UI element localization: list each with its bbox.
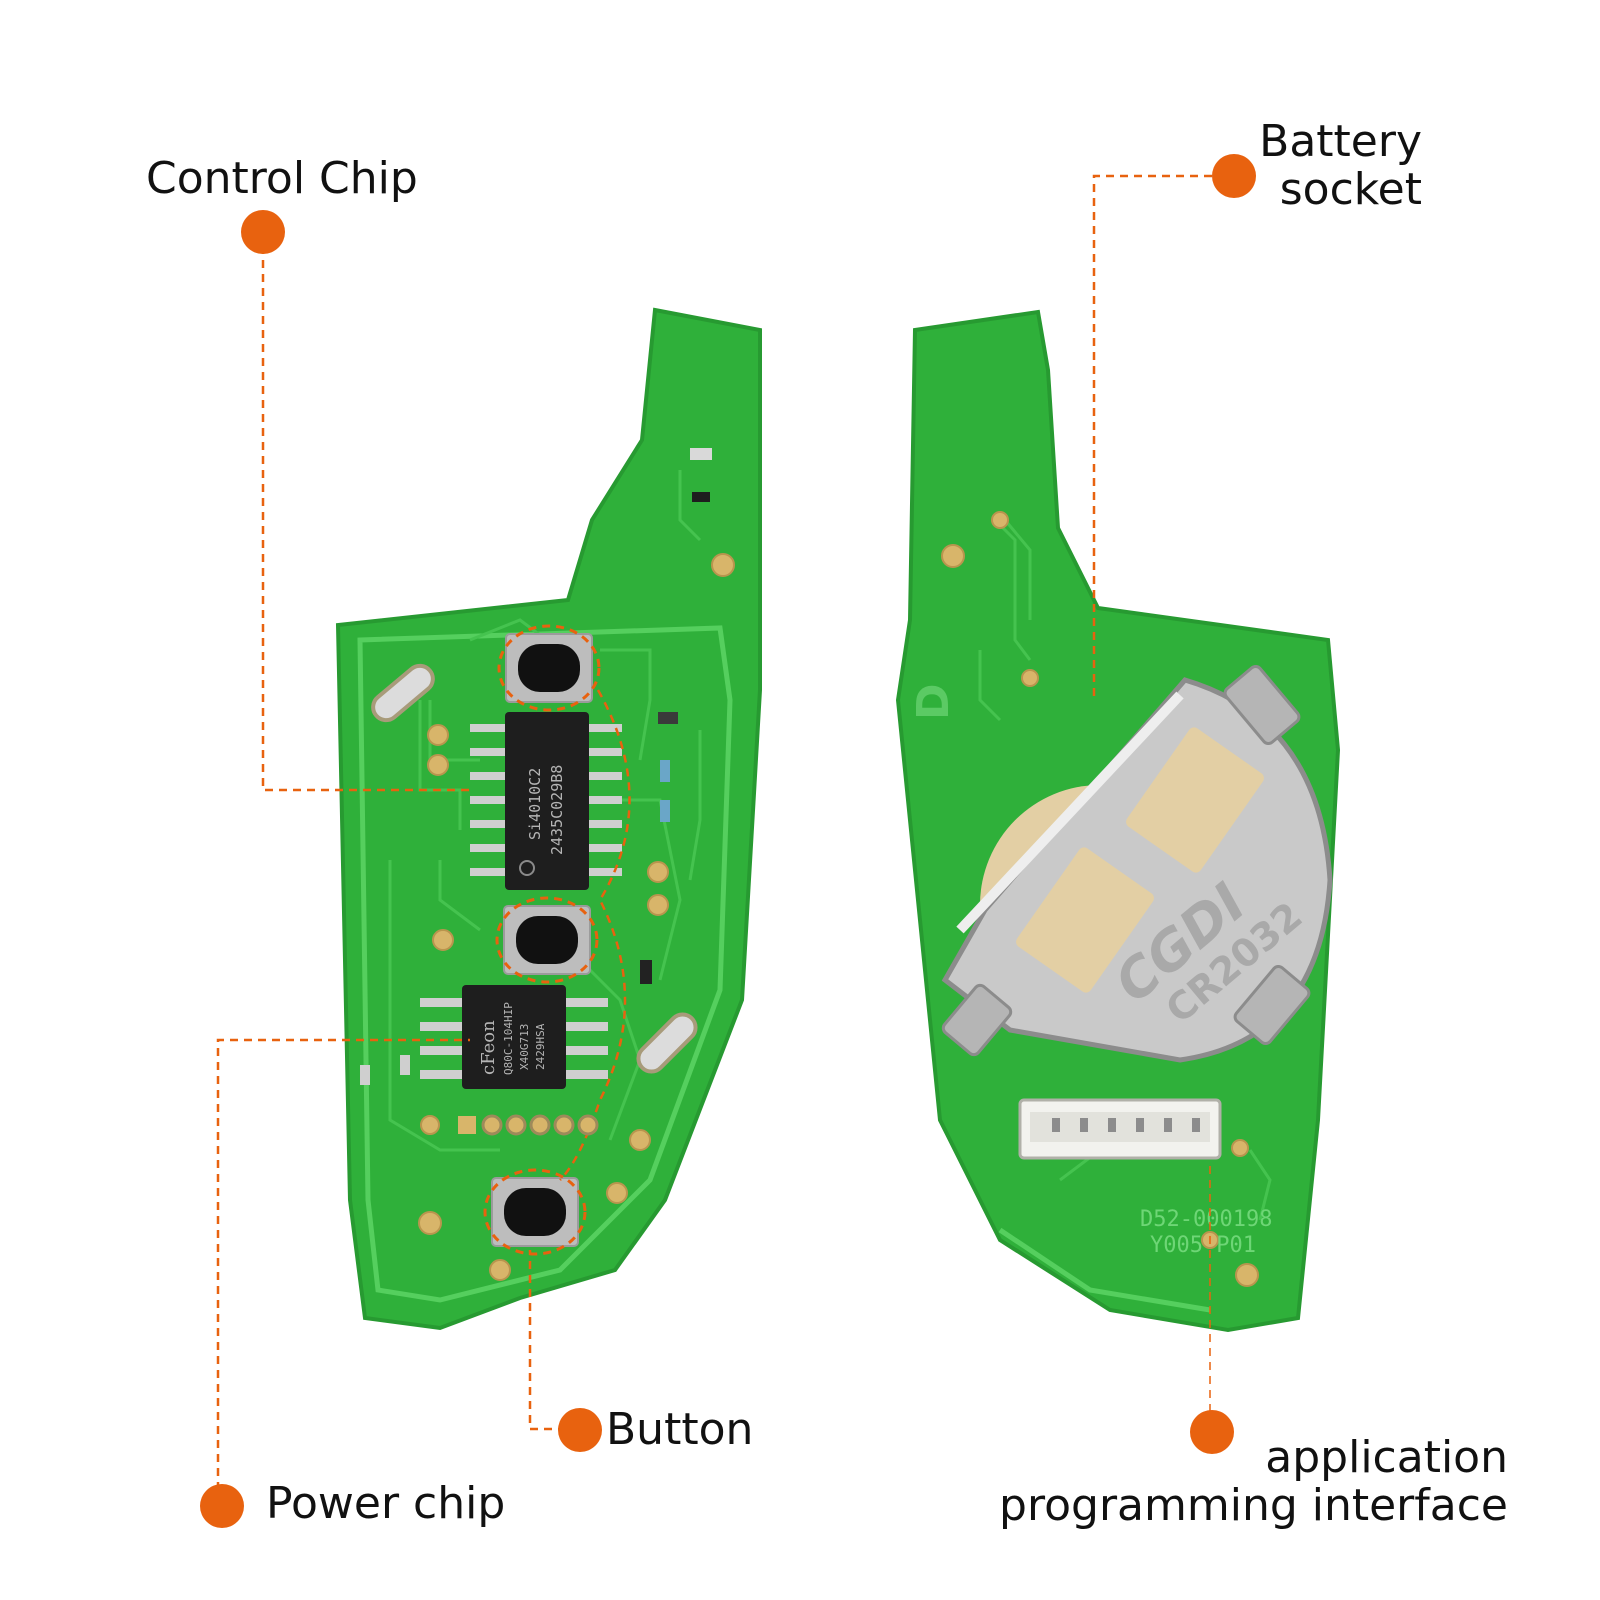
callout-leaders [216,174,1240,1504]
power-chip-body [462,985,566,1089]
leader-power-chip [216,1038,470,1504]
battery-socket-tab-left [941,983,1013,1057]
board-code-line-1: D52-000198 [1140,1207,1272,1232]
power-chip-pins [420,998,608,1079]
right-pcb-silk-logo: D [908,683,959,720]
api-dot-icon [1190,1410,1234,1454]
tact-button-bottom [483,1168,587,1256]
left-pcb-board: Si4010C2 2435C029B8 cFeon Q80C-104HIP X4… [335,307,762,1331]
api-label-line-1: application [1265,1432,1508,1483]
control-chip-dot-icon [241,210,285,254]
button-dot-icon [558,1408,602,1452]
tact-button-middle [495,896,599,984]
tact-button-bottom-highlight [483,1168,587,1256]
battery-socket-label-line-2: socket [1279,164,1422,215]
board-code-line-2: Y005 P01 [1150,1233,1256,1258]
leader-battery-socket [1092,174,1240,700]
api-label-line-2: programming interface [999,1480,1508,1531]
control-chip-pin1-mark [519,860,535,876]
power-chip-label: Power chip [266,1478,506,1529]
left-pcb-slot-top [371,663,435,723]
leader-control-chip [261,232,470,792]
power-chip-marking-2: Q80C-104HIP [502,1002,515,1075]
right-pcb-board: D CGDI CR2032 D52-000198 Y005 P [895,309,1341,1333]
programming-connector [1018,1098,1222,1160]
tact-button-middle-highlight [495,896,599,984]
battery-socket: CGDI CR2032 [941,665,1333,1063]
left-pcb-edge-trace [357,625,733,1303]
left-pcb-pads [418,553,735,1281]
button-label: Button [606,1404,754,1455]
control-chip-label: Control Chip [146,153,418,204]
battery-socket-dot-icon [1212,154,1256,198]
control-chip-marking-1: Si4010C2 [526,768,544,840]
tact-button-top [497,624,601,712]
programming-connector-pins [1052,1118,1200,1132]
power-chip-marking-4: 2429HSA [534,1023,547,1070]
battery-socket-window-top [1126,727,1264,873]
battery-socket-label-line-1: Battery [1259,116,1422,167]
left-pcb-smd-led [690,448,712,460]
battery-socket-clip-edge [956,691,1184,934]
left-pcb-program-pads [458,1114,599,1136]
callout-dots [200,154,1256,1528]
left-pcb-slot-right [636,1012,698,1074]
power-chip-dot-icon [200,1484,244,1528]
battery-socket-window-bottom [1016,847,1154,993]
left-pcb-smd-resistor [692,492,710,502]
tact-button-top-highlight [497,624,601,712]
power-chip-marking-1: cFeon [478,1020,499,1075]
battery-socket-tab-right [1223,665,1301,745]
control-chip-body [505,712,589,890]
power-chip: cFeon Q80C-104HIP X40G713 2429HSA [420,985,608,1089]
right-pcb-edge-trace [998,1227,1211,1313]
control-chip-pins [470,724,622,876]
control-chip: Si4010C2 2435C029B8 [470,712,622,890]
control-chip-marking-2: 2435C029B8 [548,765,566,855]
battery-socket-label: Battery socket [1259,118,1422,214]
api-label: application programming interface [999,1434,1508,1530]
power-chip-marking-3: X40G713 [518,1024,531,1070]
battery-socket-tab-bottom [1233,965,1311,1045]
left-pcb-smd-parts [360,712,678,1085]
